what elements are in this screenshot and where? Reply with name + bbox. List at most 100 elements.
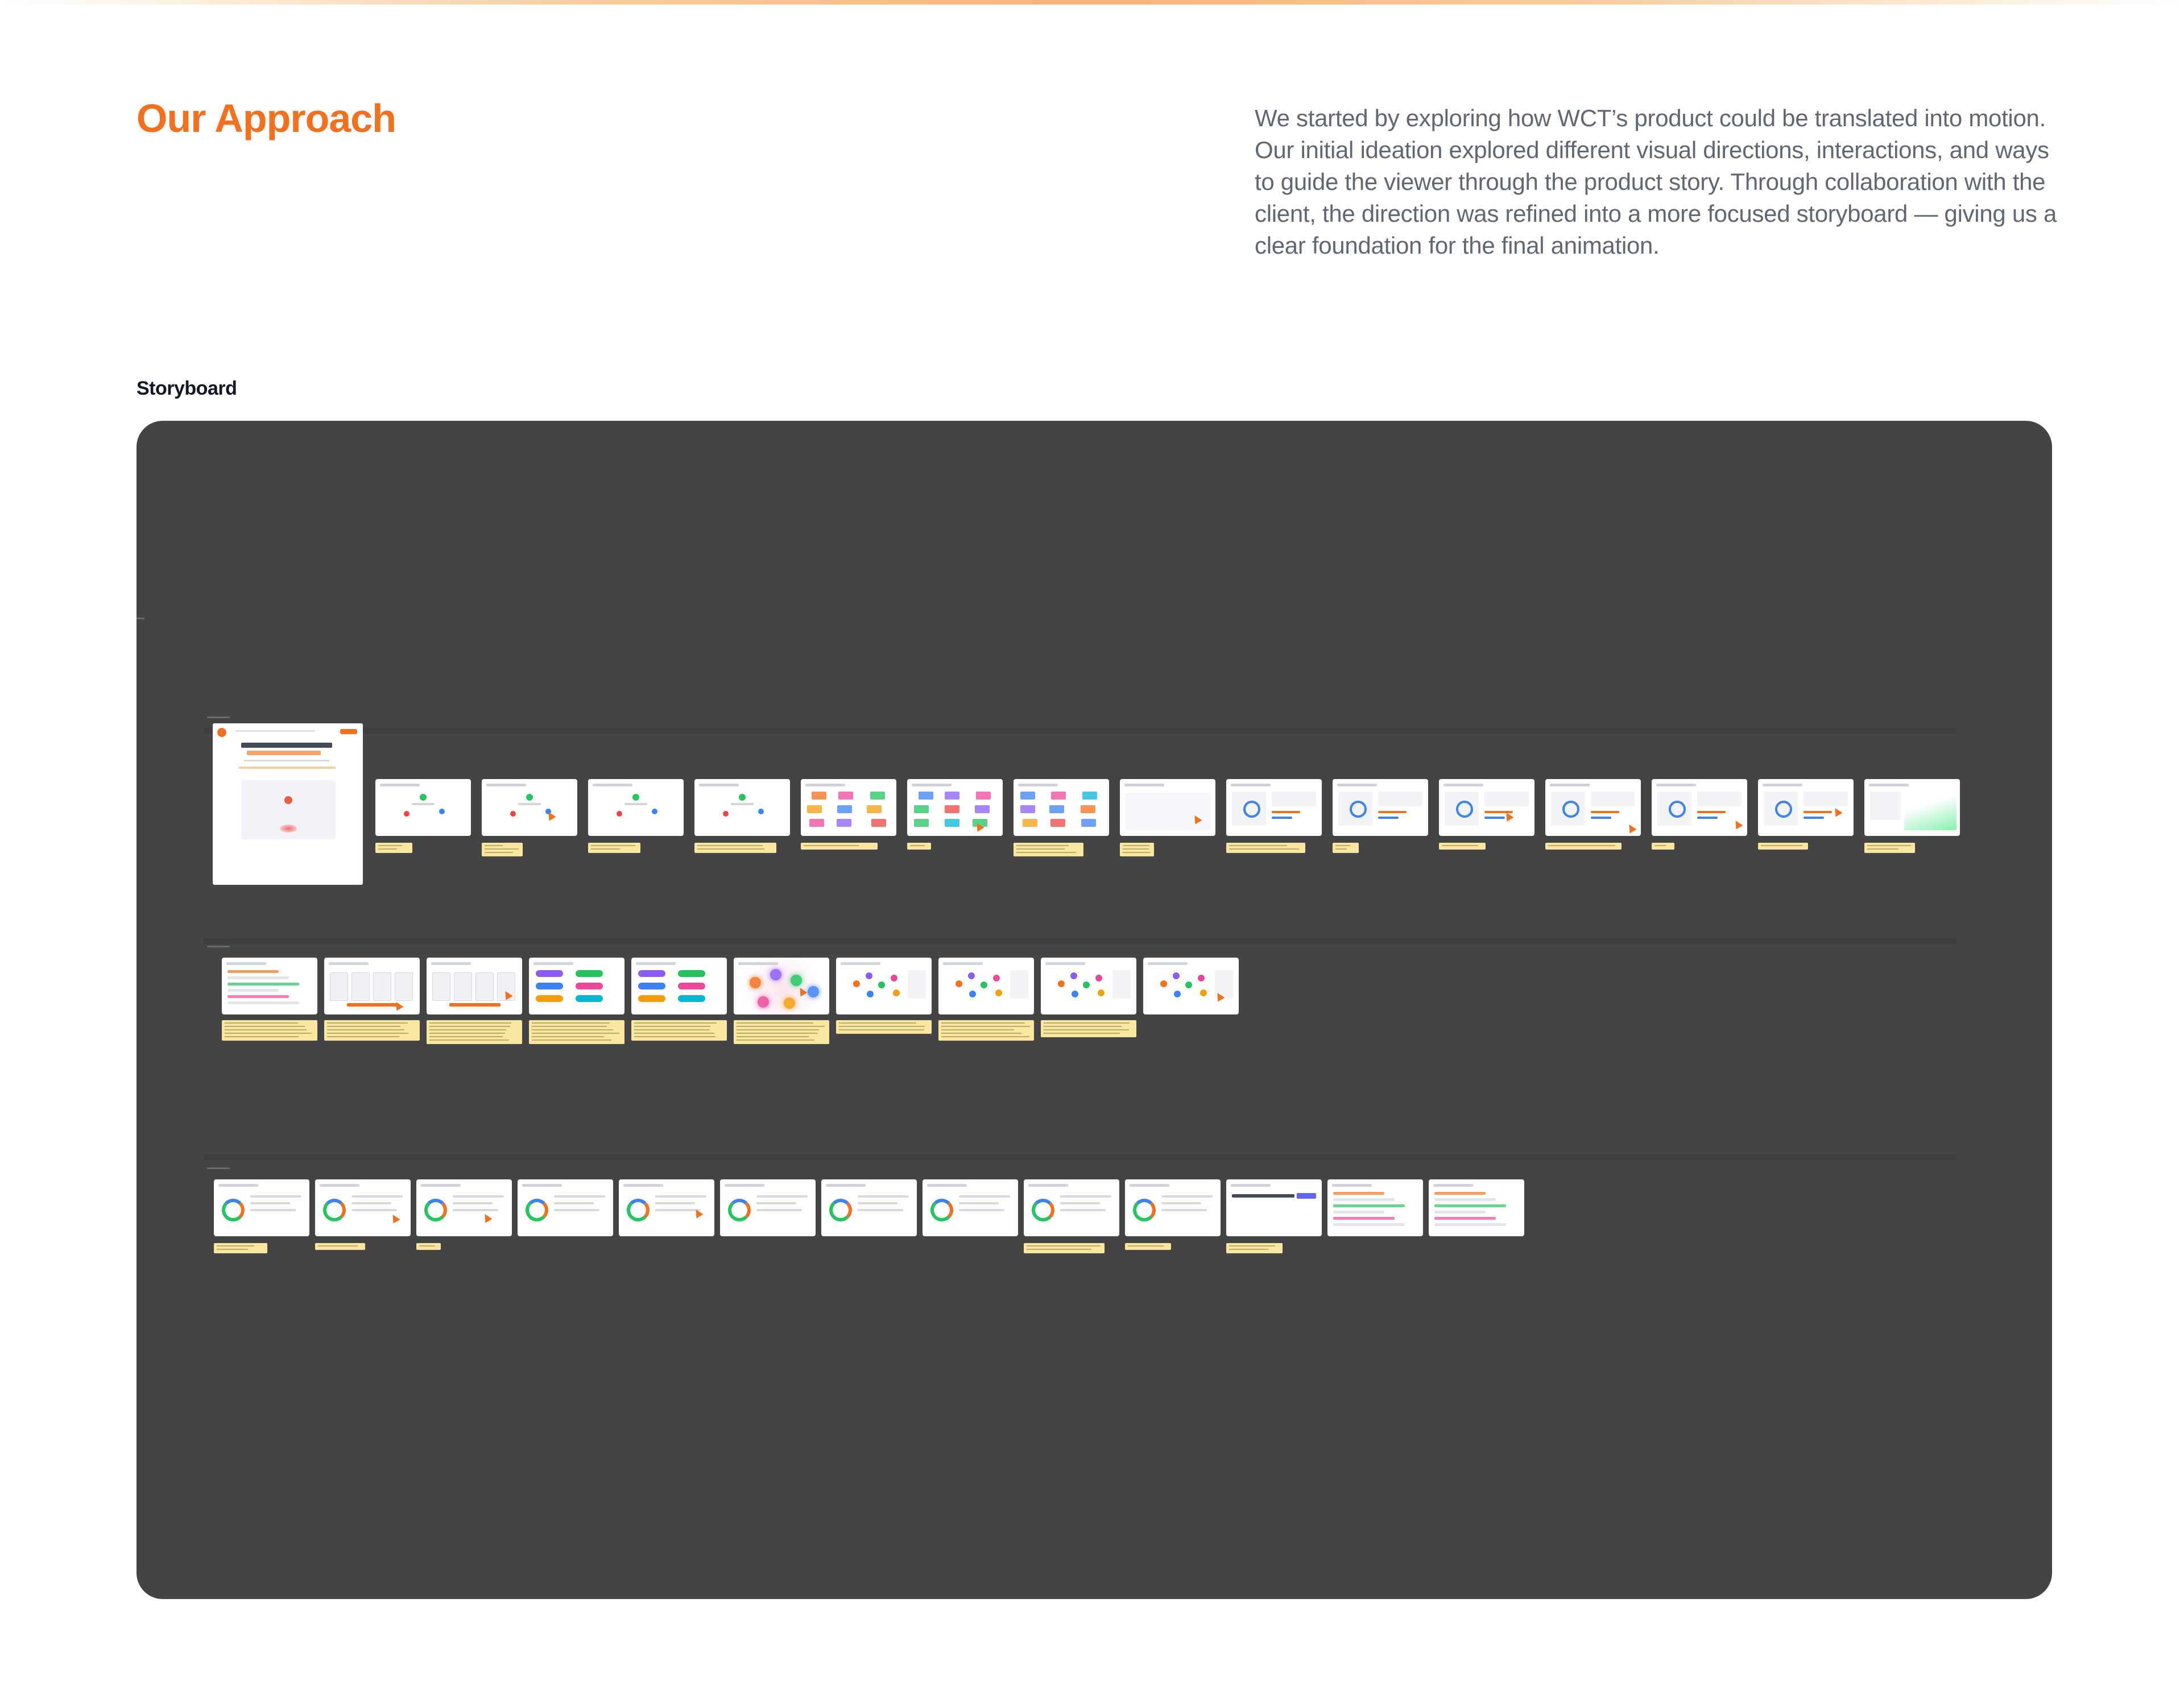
storyboard-frame[interactable] (1041, 958, 1136, 1014)
note-line (429, 1029, 506, 1030)
row-strip-2 (204, 938, 1956, 944)
storyboard-frame[interactable] (1652, 779, 1747, 836)
frame-line (731, 803, 754, 805)
tile (945, 792, 960, 800)
storyboard-frame[interactable] (375, 779, 471, 836)
panel (1484, 792, 1529, 806)
storyboard-frame[interactable] (720, 1179, 816, 1236)
bubble-icon (1058, 980, 1065, 987)
storyboard-frame[interactable] (801, 779, 896, 836)
frame-line (858, 1202, 897, 1204)
storyboard-frame[interactable] (1864, 779, 1960, 836)
frame-header (738, 962, 778, 965)
storyboard-frame[interactable] (938, 958, 1034, 1014)
storyboard-frame[interactable] (1226, 1179, 1322, 1236)
side-panel (1112, 970, 1131, 999)
note-line (1123, 845, 1149, 846)
card (454, 972, 472, 1001)
note-line (634, 1022, 717, 1024)
storyboard-frame[interactable] (734, 958, 829, 1014)
cta-bar (347, 1003, 398, 1007)
bubble-icon (784, 997, 795, 1009)
storyboard-frame[interactable] (836, 958, 932, 1014)
storyboard-frame[interactable] (1439, 779, 1534, 836)
storyboard-frame[interactable] (324, 958, 420, 1014)
storyboard-frame[interactable] (907, 779, 1003, 836)
storyboard-frame[interactable] (214, 1179, 309, 1236)
frame-line (250, 1209, 296, 1211)
storyboard-frame[interactable] (1125, 1179, 1221, 1236)
storyboard-frame[interactable] (529, 958, 624, 1014)
note-line (429, 1022, 511, 1024)
frame-nav (235, 730, 315, 732)
storyboard-frame-hero[interactable] (213, 723, 363, 885)
storyboard-frame[interactable] (427, 958, 522, 1014)
storyboard-frame[interactable] (1758, 779, 1854, 836)
cursor-icon (1732, 818, 1743, 830)
storyboard-canvas[interactable] (136, 421, 2052, 1599)
list-row (228, 995, 289, 998)
frame-header (805, 784, 845, 786)
storyboard-frame[interactable] (588, 779, 684, 836)
storyboard-frame[interactable] (619, 1179, 714, 1236)
sticky-note (801, 843, 878, 850)
cursor-icon (392, 1000, 404, 1011)
frame-header (1018, 784, 1058, 786)
panel (1591, 792, 1635, 806)
storyboard-frame[interactable] (694, 779, 790, 836)
storyboard-frame[interactable] (1226, 779, 1322, 836)
note-line (429, 1026, 510, 1027)
frame-header (636, 962, 676, 965)
storyboard-frame[interactable] (631, 958, 727, 1014)
storyboard-frame[interactable] (1333, 779, 1428, 836)
donut-icon (627, 1199, 650, 1221)
storyboard-frame[interactable] (1014, 779, 1109, 836)
donut-icon (526, 1199, 548, 1221)
tile (811, 792, 826, 800)
cursor-icon (796, 985, 808, 997)
storyboard-frame[interactable] (1143, 958, 1239, 1014)
row-marker (207, 717, 230, 718)
storyboard-frame[interactable] (315, 1179, 411, 1236)
frame-line (453, 1195, 504, 1198)
panel (1272, 792, 1316, 806)
note-line (737, 1022, 813, 1024)
storyboard-frame[interactable] (1545, 779, 1641, 836)
cta-bar (449, 1003, 500, 1007)
frame-header (218, 1184, 258, 1187)
note-line (941, 1026, 1030, 1027)
storyboard-frame[interactable] (416, 1179, 512, 1236)
sticky-note (222, 1020, 317, 1041)
note-line (1654, 845, 1666, 846)
storyboard-frame[interactable] (821, 1179, 917, 1236)
note-line (1761, 845, 1802, 846)
storyboard-frame[interactable] (222, 958, 317, 1014)
sticky-note (1333, 843, 1359, 853)
top-gradient-line (0, 0, 2184, 5)
storyboard-frame[interactable] (1429, 1179, 1524, 1236)
frame-cta (340, 729, 357, 734)
storyboard-frame[interactable] (482, 779, 577, 836)
tile (913, 805, 929, 813)
bar (1484, 817, 1505, 819)
note-line (1027, 1245, 1101, 1246)
frame-line (554, 1202, 594, 1204)
list-row (1333, 1198, 1395, 1201)
frame-header (1231, 1184, 1271, 1187)
list-row (1333, 1204, 1405, 1207)
note-line (532, 1036, 604, 1037)
frame-line (655, 1202, 695, 1204)
frame-tags (239, 767, 336, 769)
sticky-note (1439, 843, 1486, 850)
donut-icon (930, 1199, 953, 1221)
tile (871, 819, 886, 827)
storyboard-frame[interactable] (923, 1179, 1018, 1236)
storyboard-frame[interactable] (1327, 1179, 1423, 1236)
storyboard-frame[interactable] (1120, 779, 1215, 836)
note-line (327, 1022, 408, 1024)
storyboard-frame[interactable] (1024, 1179, 1119, 1236)
frame-header (1337, 784, 1377, 786)
storyboard-frame[interactable] (518, 1179, 613, 1236)
node-icon (420, 794, 427, 801)
sticky-note (1024, 1243, 1105, 1253)
